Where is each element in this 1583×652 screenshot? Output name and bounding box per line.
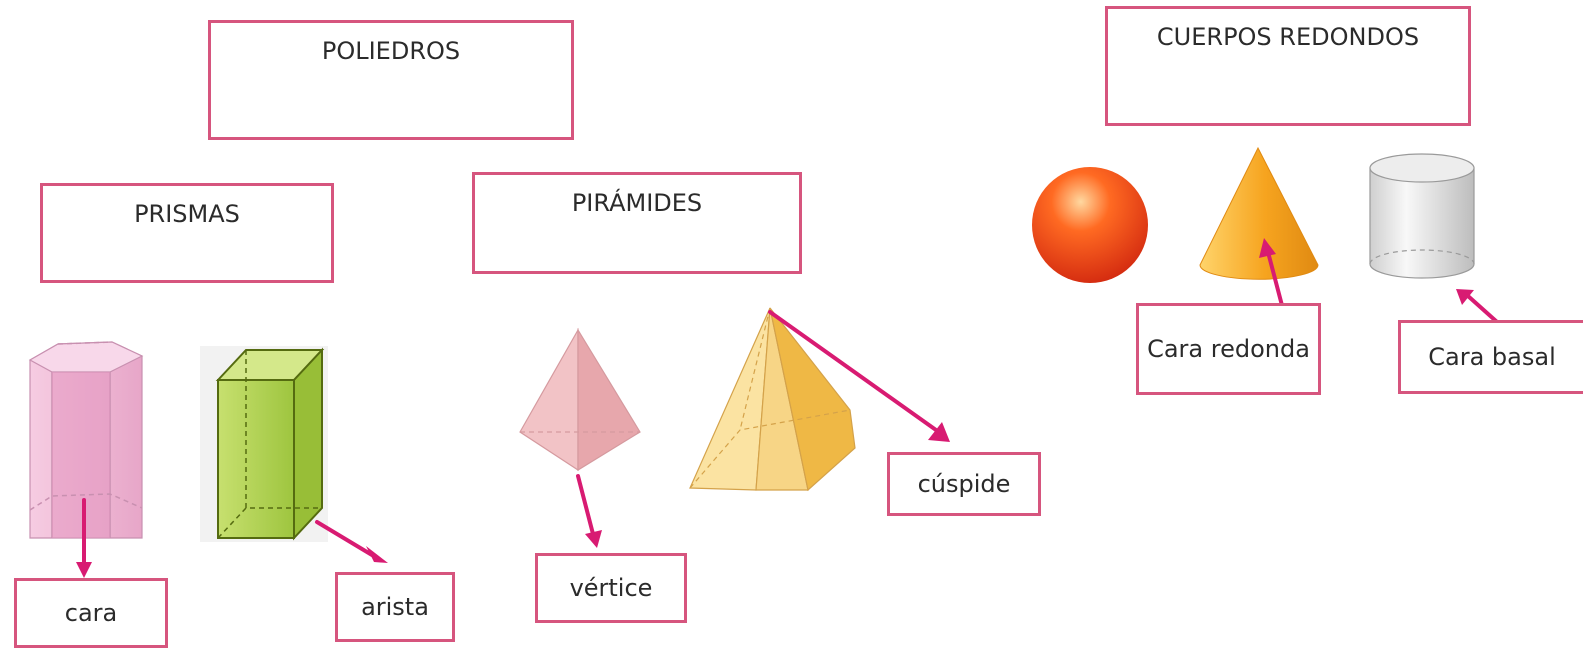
poliedros-label: POLIEDROS [321, 37, 461, 65]
triangular-pyramid [519, 327, 641, 472]
arista-label: arista [361, 593, 429, 621]
rectangular-prism [200, 346, 328, 542]
cara-redonda-label: Cara redonda [1147, 335, 1310, 363]
pentagonal-prism [28, 341, 144, 539]
arista-box: arista [335, 572, 455, 642]
arrow-arista [315, 520, 388, 563]
arrow-vertice [576, 474, 602, 548]
cara-basal-label: Cara basal [1428, 343, 1556, 371]
cuerpos-redondos-label: CUERPOS REDONDOS [1156, 23, 1420, 51]
cara-box: cara [14, 578, 168, 648]
pentagonal-pyramid [689, 307, 856, 492]
sphere [1032, 167, 1148, 283]
cuspide-label: cúspide [917, 470, 1011, 498]
cara-label: cara [64, 599, 118, 627]
cara-redonda-box: Cara redonda [1136, 303, 1321, 395]
vertice-box: vértice [535, 553, 687, 623]
arrow-cara [76, 498, 92, 578]
cylinder [1369, 153, 1475, 279]
vertice-label: vértice [569, 574, 653, 602]
prismas-box: PRISMAS [40, 183, 334, 283]
cone [1199, 146, 1319, 280]
cuspide-box: cúspide [887, 452, 1041, 516]
cuerpos-redondos-box: CUERPOS REDONDOS [1105, 6, 1471, 126]
prismas-label: PRISMAS [134, 200, 240, 228]
poliedros-box: POLIEDROS [208, 20, 574, 140]
arrow-cuspide [768, 310, 950, 442]
piramides-box: PIRÁMIDES [472, 172, 802, 274]
cara-basal-box: Cara basal [1398, 320, 1583, 394]
piramides-label: PIRÁMIDES [571, 189, 703, 217]
